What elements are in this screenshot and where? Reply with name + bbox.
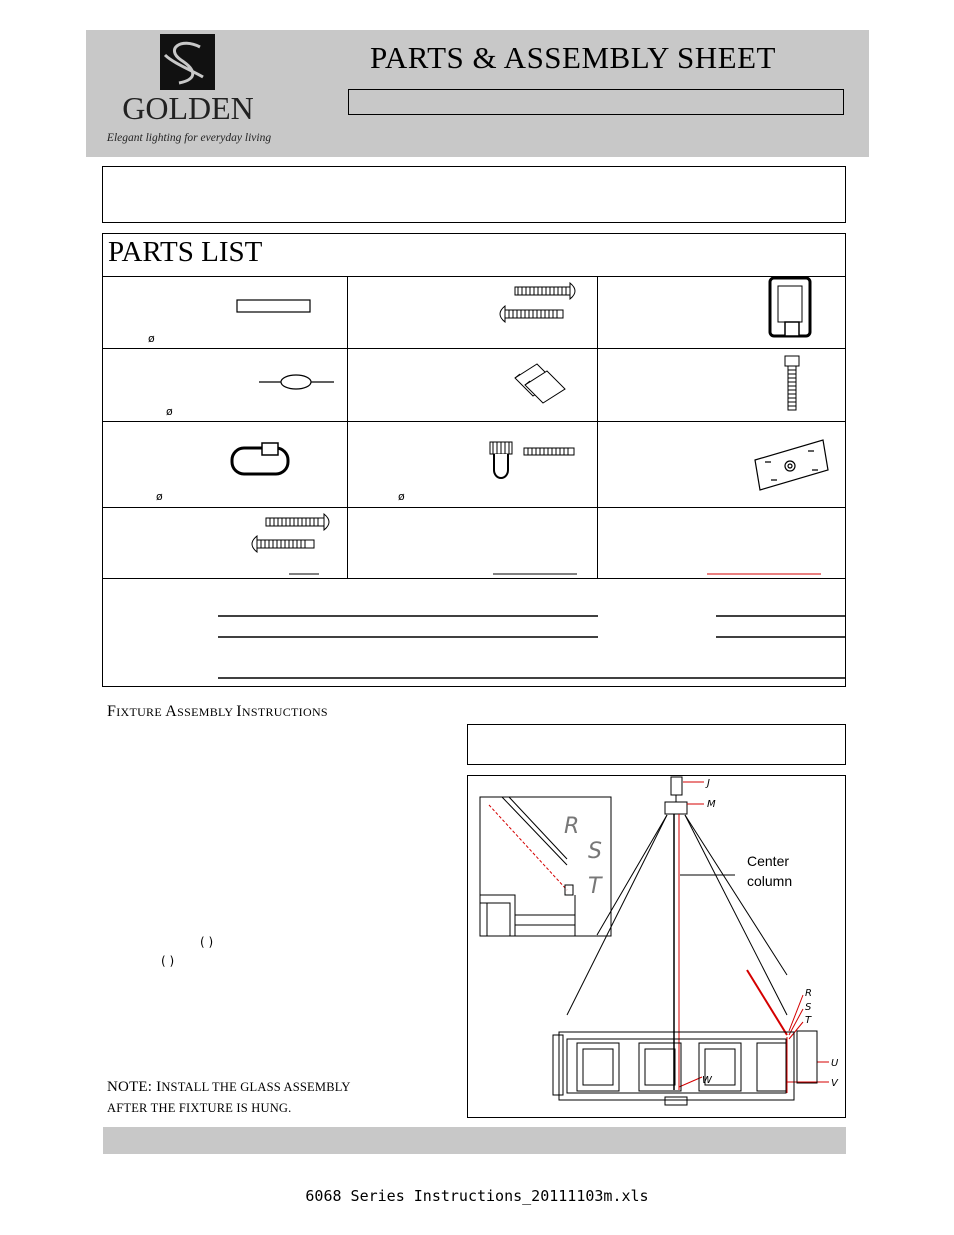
diameter-symbol: ø [398, 490, 405, 503]
label-u: U [831, 1058, 839, 1069]
screws-part-image-2 [251, 512, 330, 554]
fixture-diagram-box [467, 775, 846, 1118]
label-j: J [705, 778, 710, 789]
canopy-part-image [768, 276, 812, 338]
wire-connectors-part-image [514, 363, 566, 404]
logo-tagline: Elegant lighting for everyday living [106, 132, 271, 144]
parts-list-title: PARTS LIST [108, 236, 263, 268]
instructions-title: FIXTURE ASSEMBLY INSTRUCTIONS [107, 703, 328, 720]
inset-label-t: T [588, 874, 603, 899]
parts-grid-line [102, 578, 846, 579]
glass-assembly-note: NOTE: INSTALL THE GLASS ASSEMBLY AFTER T… [107, 1077, 351, 1119]
diameter-symbol: ø [166, 405, 173, 418]
info-box [467, 724, 846, 765]
inset-label-r: R [564, 814, 579, 839]
note-line-2: AFTER THE FIXTURE IS HUNG. [107, 1101, 292, 1115]
parts-grid-line [102, 348, 846, 349]
canopy-and-stem [664, 776, 688, 1106]
suspension-chains [566, 814, 788, 1036]
diameter-symbol: ø [156, 490, 163, 503]
label-r: R [805, 988, 812, 999]
inset-detail [479, 796, 612, 937]
logo-brand: GOLDEN [122, 90, 254, 126]
mounting-bar-part-image [754, 439, 829, 491]
fixture-diagram: R S T J M R S [479, 776, 839, 1106]
diameter-symbol: ø [148, 332, 155, 345]
parts-grid-line [597, 276, 598, 579]
center-column-label: Center column [747, 853, 793, 889]
downrod-part-image [236, 299, 311, 313]
fixture-frame [552, 1030, 818, 1101]
parts-illustrations [218, 276, 846, 679]
inset-label-s: S [588, 839, 602, 864]
golden-logo: GOLDEN Elegant lighting for everyday liv… [106, 34, 271, 144]
label-w: W [702, 1075, 713, 1086]
parts-list-box [102, 233, 846, 687]
model-number-field [348, 89, 844, 115]
parts-grid-line [347, 276, 348, 579]
parts-grid-line [102, 276, 846, 277]
step-parenthesis: ( ) [200, 935, 214, 949]
step-parenthesis: ( ) [161, 954, 175, 968]
screws-part-image [499, 281, 576, 324]
footer-filename: 6068 Series Instructions_20111103m.xls [305, 1187, 649, 1205]
label-m: M [707, 799, 716, 810]
parts-grid-line [102, 421, 846, 422]
description-box [102, 166, 846, 223]
threaded-rod-part-image [784, 355, 800, 411]
parts-grid-line [102, 507, 846, 508]
page-title: PARTS & ASSEMBLY SHEET [370, 40, 776, 75]
label-v: V [831, 1078, 839, 1089]
note-line-1: NOTE: INSTALL THE GLASS ASSEMBLY [107, 1079, 351, 1095]
wire-nut-part-image [259, 374, 334, 390]
footer-bar [103, 1127, 846, 1154]
quick-link-part-image [230, 442, 290, 476]
label-t: T [805, 1015, 812, 1026]
label-s: S [805, 1002, 812, 1013]
loop-and-nipple-part-image [489, 441, 575, 479]
